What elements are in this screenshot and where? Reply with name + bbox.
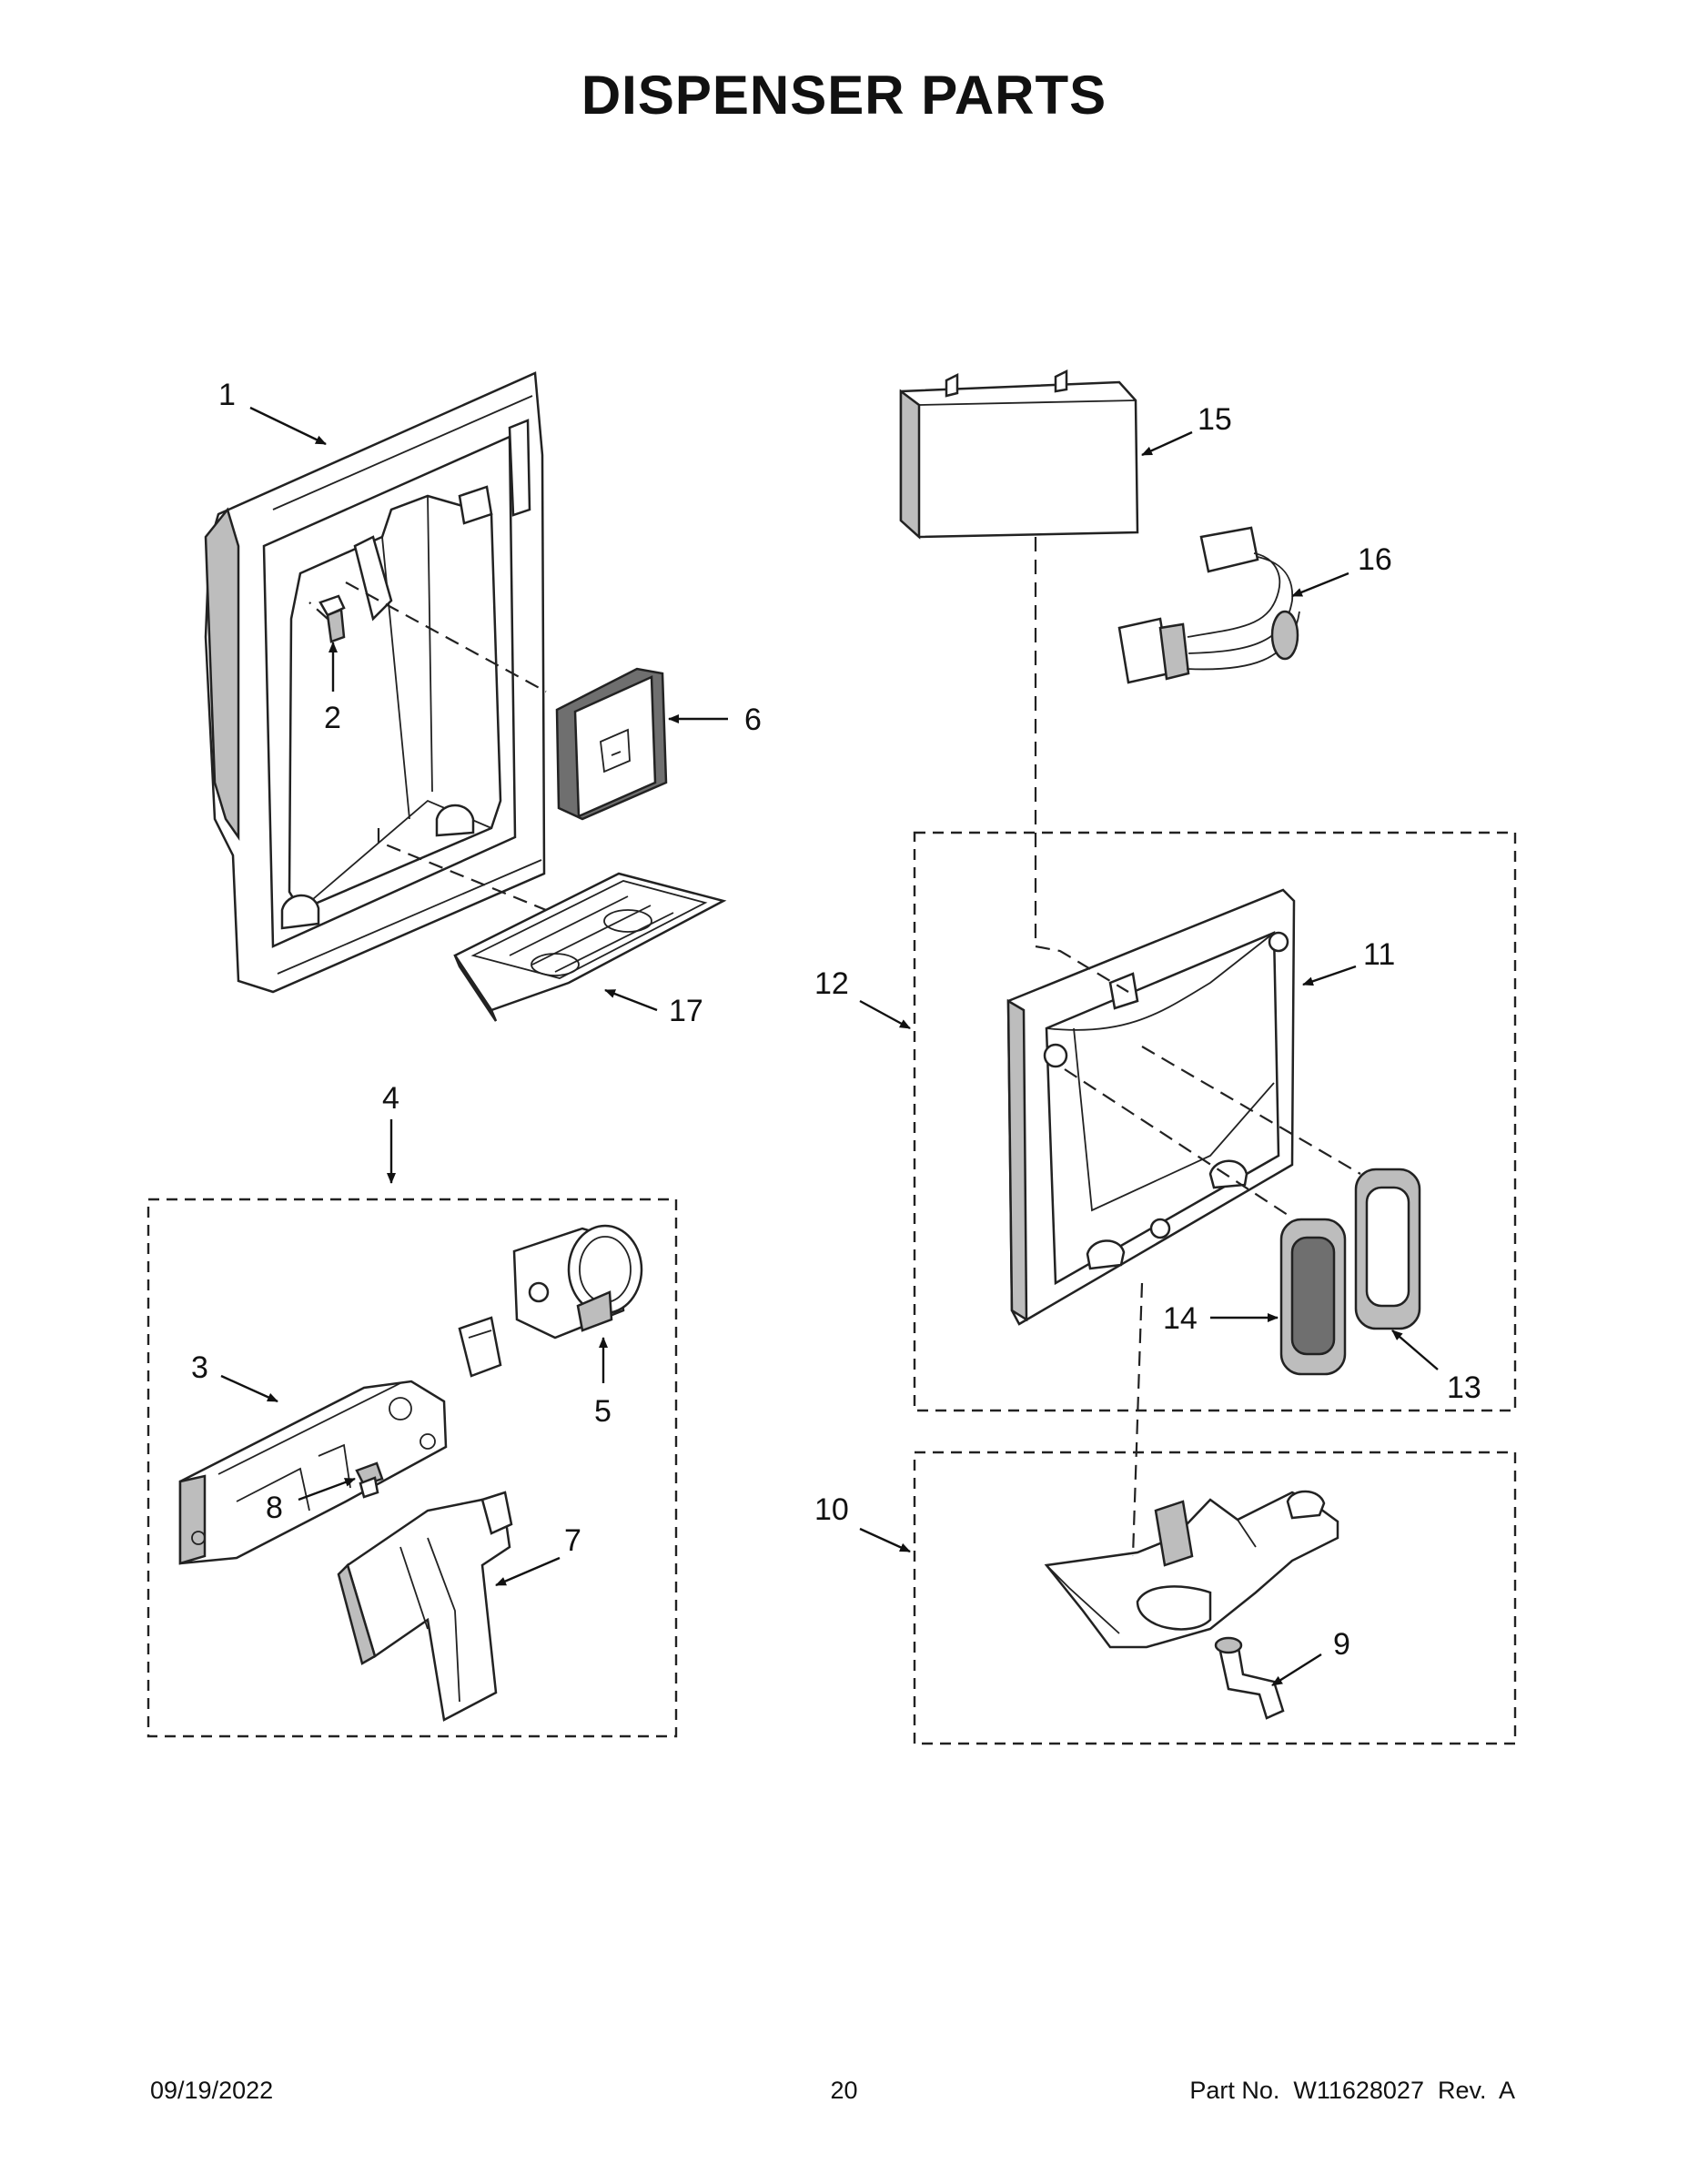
callout-2: 2 bbox=[324, 701, 341, 735]
callout-16: 16 bbox=[1358, 542, 1392, 577]
part-4-group-box bbox=[147, 1198, 678, 1738]
callout-17: 17 bbox=[669, 994, 703, 1028]
part-12-group-box bbox=[913, 831, 1517, 1412]
callout-14: 14 bbox=[1163, 1301, 1198, 1336]
part-16-wire-harness bbox=[1117, 526, 1300, 684]
part-6-dispenser-module bbox=[555, 667, 668, 821]
page-title: DISPENSER PARTS bbox=[581, 65, 1107, 126]
part-10-ice-funnel bbox=[1044, 1490, 1339, 1649]
part-17-drip-tray bbox=[453, 872, 727, 1022]
part-1-dispenser-housing bbox=[204, 371, 546, 994]
callout-15: 15 bbox=[1198, 402, 1232, 437]
callout-1: 1 bbox=[218, 378, 236, 412]
footer-part-number: Part No. W11628027 Rev. A bbox=[1189, 2077, 1515, 2104]
callout-leaders bbox=[220, 406, 1439, 1687]
footer-date: 09/19/2022 bbox=[150, 2077, 274, 2104]
callout-5: 5 bbox=[594, 1394, 612, 1429]
callout-8: 8 bbox=[266, 1491, 283, 1525]
part-8-screw bbox=[355, 1461, 384, 1499]
part-9-drain-elbow bbox=[1214, 1636, 1285, 1720]
footer-page-number: 20 bbox=[830, 2077, 858, 2104]
part-7-lever-arm bbox=[337, 1491, 513, 1722]
part-10-group-box bbox=[913, 1451, 1517, 1745]
callout-13: 13 bbox=[1447, 1370, 1481, 1405]
part-2-screw bbox=[318, 594, 346, 643]
part-14-pad bbox=[1279, 1218, 1347, 1376]
part-5-motor bbox=[512, 1224, 643, 1340]
part-3-actuator-bracket bbox=[178, 1380, 448, 1565]
callout-7: 7 bbox=[564, 1523, 581, 1558]
callout-4: 4 bbox=[382, 1081, 399, 1116]
bracket bbox=[458, 1316, 502, 1378]
part-11-ice-chute-housing bbox=[1006, 888, 1296, 1326]
callout-12: 12 bbox=[814, 966, 849, 1001]
part-15-top-cover bbox=[899, 369, 1139, 540]
callout-6: 6 bbox=[744, 703, 762, 737]
part-13-pad bbox=[1354, 1168, 1421, 1330]
callout-10: 10 bbox=[814, 1492, 849, 1527]
callout-11: 11 bbox=[1363, 937, 1395, 972]
callout-3: 3 bbox=[191, 1350, 208, 1385]
callout-9: 9 bbox=[1333, 1627, 1350, 1662]
